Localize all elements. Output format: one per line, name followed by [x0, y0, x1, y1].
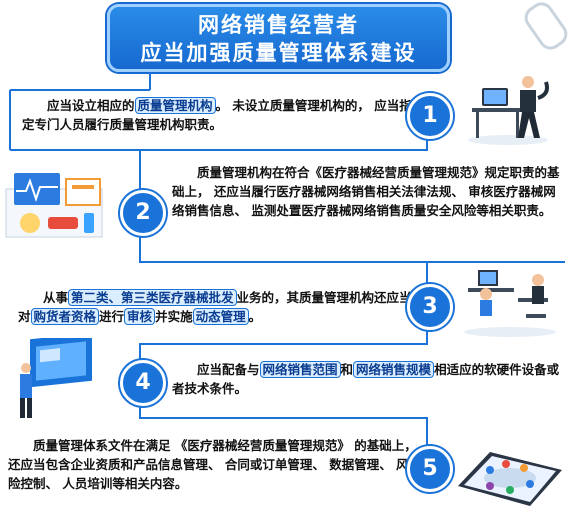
team-work-illustration: [464, 270, 556, 337]
highlight-wholesale: 第二类、第三类医疗器械批发: [68, 289, 237, 306]
step-5-badge: 5: [407, 446, 453, 492]
highlight-sales-scale: 网络销售规模: [353, 361, 435, 378]
step-2-text: 质量管理机构在符合《医疗器械经营质量管理规范》规定职责的基础上， 还应当履行医疗…: [172, 165, 560, 218]
step-2-badge: 2: [120, 190, 166, 236]
title-banner: 网络销售经营者 应当加强质量管理体系建设: [107, 4, 450, 72]
title-line-1: 网络销售经营者: [198, 13, 359, 37]
step-1-badge: 1: [407, 93, 453, 139]
highlight-quality-org: 质量管理机构: [134, 97, 216, 114]
highlight-review: 审核: [124, 308, 156, 325]
step-3-badge: 3: [407, 284, 453, 330]
step-4-text: 应当配备与网络销售范围和网络销售规模相适应的软硬件设备或者技术条件。: [172, 361, 560, 396]
highlight-buyer-qualification: 购货者资格: [30, 308, 100, 325]
title-line-2: 应当加强质量管理体系建设: [140, 41, 417, 65]
step-5-text: 质量管理体系文件在满足 《医疗器械经营质量管理规范》 的基础上， 还应当包含企业…: [8, 438, 417, 491]
paperclip-icon: [519, 0, 573, 55]
highlight-sales-scope: 网络销售范围: [259, 361, 341, 378]
digital-screen-illustration: [20, 338, 92, 418]
medical-devices-illustration: [5, 173, 103, 238]
highlight-dynamic-management: 动态管理: [192, 308, 249, 325]
step-4-badge: 4: [120, 360, 166, 406]
office-worker-illustration: [468, 76, 549, 145]
step-1-text: 应当设立相应的质量管理机构。 未设立质量管理机构的， 应当指定专门人员履行质量管…: [22, 97, 412, 132]
meeting-tablet-illustration: [458, 452, 562, 506]
step-3-text: 从事第二类、第三类医疗器械批发业务的，其质量管理机构还应当对购货者资格进行审核并…: [18, 289, 412, 325]
